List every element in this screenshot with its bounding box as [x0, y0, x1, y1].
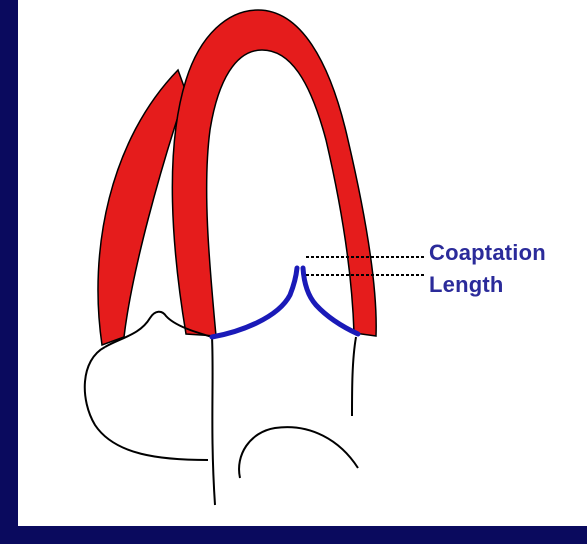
ventricle-arch-wall [172, 10, 376, 336]
valve-leaflet-left [212, 268, 297, 337]
aorta-curve-outline [239, 427, 358, 478]
atrium-outline [105, 312, 215, 505]
atrium-outline-lower [85, 347, 208, 460]
aortic-root-outline [352, 337, 356, 416]
coaptation-label: Coaptation [429, 240, 546, 266]
length-label: Length [429, 272, 504, 298]
